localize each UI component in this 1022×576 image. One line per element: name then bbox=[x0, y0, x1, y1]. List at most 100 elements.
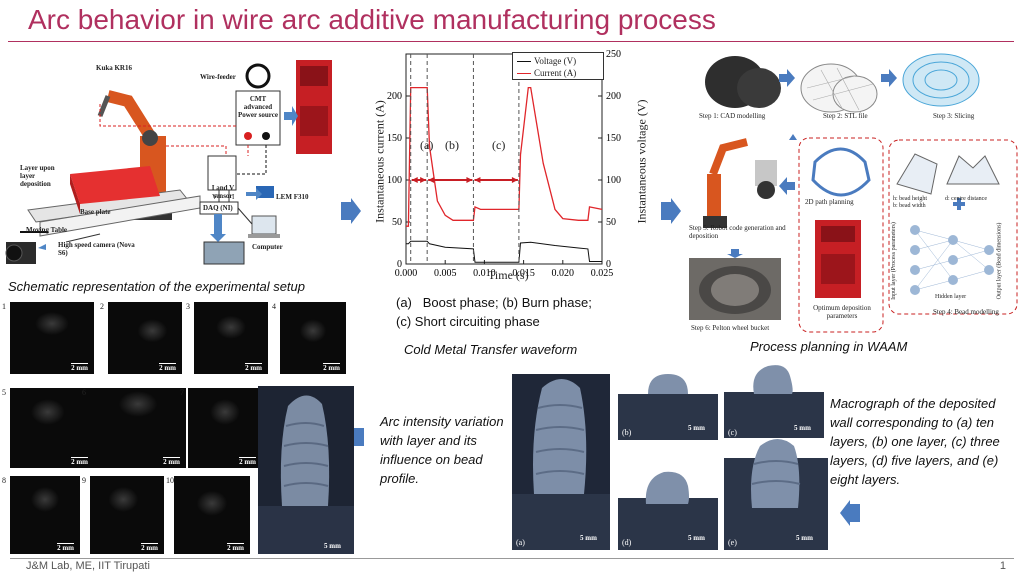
label-robot: Kuka KR16 bbox=[96, 64, 132, 72]
arc-image-number: 4 bbox=[272, 302, 276, 311]
series-voltage-line bbox=[406, 240, 602, 263]
arc-image-tile: 2 mm bbox=[108, 302, 182, 374]
arc-image-tile: 2 mm bbox=[194, 302, 268, 374]
arc-intensity-text: Arc intensity variation with layer and i… bbox=[380, 414, 504, 486]
arc-image-tile: 2 mm bbox=[90, 388, 186, 468]
x-tick-label: 0.015 bbox=[512, 268, 535, 279]
waveform-caption: Cold Metal Transfer waveform bbox=[404, 342, 578, 357]
x-tick-label: 0.010 bbox=[473, 268, 496, 279]
y-right-tick-label: 150 bbox=[606, 133, 621, 144]
macrograph-d-drawing bbox=[618, 468, 718, 504]
optimum-params-label: Optimum deposition parameters bbox=[813, 304, 871, 320]
label-layer-deposition: Layer upon layer deposition bbox=[20, 164, 55, 188]
arc-image-tile: 2 mm bbox=[188, 388, 262, 468]
legend-voltage: Voltage (V) bbox=[517, 56, 576, 66]
legend-current-label: Current (A) bbox=[534, 68, 577, 78]
label-computer: Computer bbox=[252, 243, 283, 251]
phase-a-label: (a) bbox=[420, 138, 434, 152]
footer-lab-name: J&M Lab, ME, IIT Tirupati bbox=[26, 560, 150, 572]
title-divider bbox=[8, 41, 1014, 42]
macrograph-d: (d) 5 mm bbox=[618, 468, 718, 550]
x-axis-label: Time (s) bbox=[488, 268, 529, 282]
arc-image-tile: 2 mm bbox=[90, 476, 164, 554]
setup-drawing bbox=[5, 60, 332, 265]
chart-legend: Voltage (V) Current (A) bbox=[512, 52, 604, 80]
phase-arrowhead bbox=[411, 177, 418, 183]
arc-image-tile: 2 mm bbox=[10, 302, 94, 374]
phase-arrowhead bbox=[474, 177, 481, 183]
label-iv-sensor: I and V sensor bbox=[211, 184, 235, 200]
macrograph-a-label: (a) bbox=[516, 538, 525, 547]
arc-image-number: 9 bbox=[82, 476, 86, 485]
y-right-tick-label: 200 bbox=[606, 91, 621, 102]
label-daq: DAQ (NI) bbox=[203, 204, 233, 212]
y-right-tick-label: 50 bbox=[606, 217, 616, 228]
macrograph-caption: Macrograph of the deposited wall corresp… bbox=[830, 396, 1000, 487]
y-axis-right-label: Instantaneous voltage (V) bbox=[634, 99, 649, 224]
process-planning-panel: Step 1: CAD modelling Step 2: STL file S… bbox=[683, 44, 1019, 336]
nn-hidden-label: Hidden layer bbox=[935, 294, 967, 300]
y-right-tick-label: 100 bbox=[606, 175, 621, 186]
arc-image-scale: 2 mm bbox=[141, 543, 158, 552]
x-tick-label: 0.025 bbox=[591, 268, 614, 279]
y-axis-left-label: Instantaneous current (A) bbox=[372, 100, 387, 223]
arc-image-scale: 2 mm bbox=[245, 363, 262, 372]
y-right-tick-label: 250 bbox=[606, 49, 621, 60]
step-2-label: Step 2: STL file bbox=[823, 112, 868, 120]
arc-image-number: 8 bbox=[2, 476, 6, 485]
phase-description-2: (c) Short circuiting phase bbox=[396, 314, 540, 329]
arc-image-scale: 2 mm bbox=[159, 363, 176, 372]
macrograph-b-drawing bbox=[618, 370, 718, 394]
step-4-label: Step 4: Bead modelling bbox=[933, 308, 999, 316]
setup-schematic: Kuka KR16 Wire-feeder CMT advanced Power… bbox=[0, 46, 335, 274]
phase-b-label: (b) bbox=[445, 138, 459, 152]
phase-arrowhead bbox=[511, 177, 518, 183]
phase-c-label: (c) bbox=[492, 138, 506, 152]
phase-arrowhead bbox=[466, 177, 473, 183]
macrograph-b-scale: 5 mm bbox=[688, 424, 705, 432]
series-current-line bbox=[406, 86, 603, 227]
macrograph-b-label: (b) bbox=[622, 428, 632, 437]
y-left-tick-label: 100 bbox=[387, 175, 402, 186]
macrograph-a-scale: 5 mm bbox=[580, 534, 597, 542]
step-1-label: Step 1: CAD modelling bbox=[699, 112, 766, 120]
x-tick-label: 0.020 bbox=[552, 268, 575, 279]
setup-caption: Schematic representation of the experime… bbox=[8, 279, 306, 294]
macrograph-c-label: (c) bbox=[728, 428, 737, 437]
arrow-right-icon bbox=[341, 198, 361, 224]
label-v: V bbox=[212, 193, 218, 201]
label-camera: High speed camera (Nova S6) bbox=[58, 241, 135, 257]
phase-description-1: (a) Boost phase; (b) Burn phase; bbox=[396, 295, 592, 310]
bead-height-label: h: bead height bbox=[893, 196, 927, 202]
macrograph-e: (e) 5 mm bbox=[724, 438, 828, 550]
bead-scale-label: 5 mm bbox=[324, 542, 341, 550]
macrograph-a: (a) 5 mm bbox=[512, 374, 610, 550]
arc-image-tile: 2 mm bbox=[10, 476, 80, 554]
label-lem: LEM F310 bbox=[276, 193, 309, 201]
y-left-tick-label: 150 bbox=[387, 133, 402, 144]
macrograph-d-scale: 5 mm bbox=[688, 534, 705, 542]
label-power-source: CMT advanced Power source bbox=[238, 95, 278, 119]
arc-image-number: 6 bbox=[82, 388, 86, 397]
arc-image-tile: 2 mm bbox=[10, 388, 94, 468]
centre-distance-label: d: centre distance bbox=[945, 196, 987, 202]
macrograph-e-scale: 5 mm bbox=[796, 534, 813, 542]
macrograph-e-label: (e) bbox=[728, 538, 737, 547]
arc-image-tile: 2 mm bbox=[280, 302, 346, 374]
slide-title: Arc behavior in wire arc additive manufa… bbox=[28, 4, 716, 35]
arc-image-number: 10 bbox=[166, 476, 174, 485]
path-planning-label: 2D path planning bbox=[805, 198, 854, 206]
planning-caption: Process planning in WAAM bbox=[750, 339, 908, 354]
arc-image-number: 1 bbox=[2, 302, 6, 311]
arc-image-scale: 2 mm bbox=[57, 543, 74, 552]
y-right-tick-label: 0 bbox=[606, 259, 611, 270]
step-3-label: Step 3: Slicing bbox=[933, 112, 975, 120]
arc-image-number: 2 bbox=[100, 302, 104, 311]
legend-voltage-swatch bbox=[517, 60, 531, 62]
arc-image-scale: 2 mm bbox=[71, 457, 88, 466]
macrograph-a-drawing bbox=[512, 379, 610, 550]
bead-width-label: b: bead width bbox=[893, 203, 926, 209]
y-left-tick-label: 0 bbox=[397, 259, 402, 270]
macrograph-c: (c) 5 mm bbox=[724, 364, 824, 440]
